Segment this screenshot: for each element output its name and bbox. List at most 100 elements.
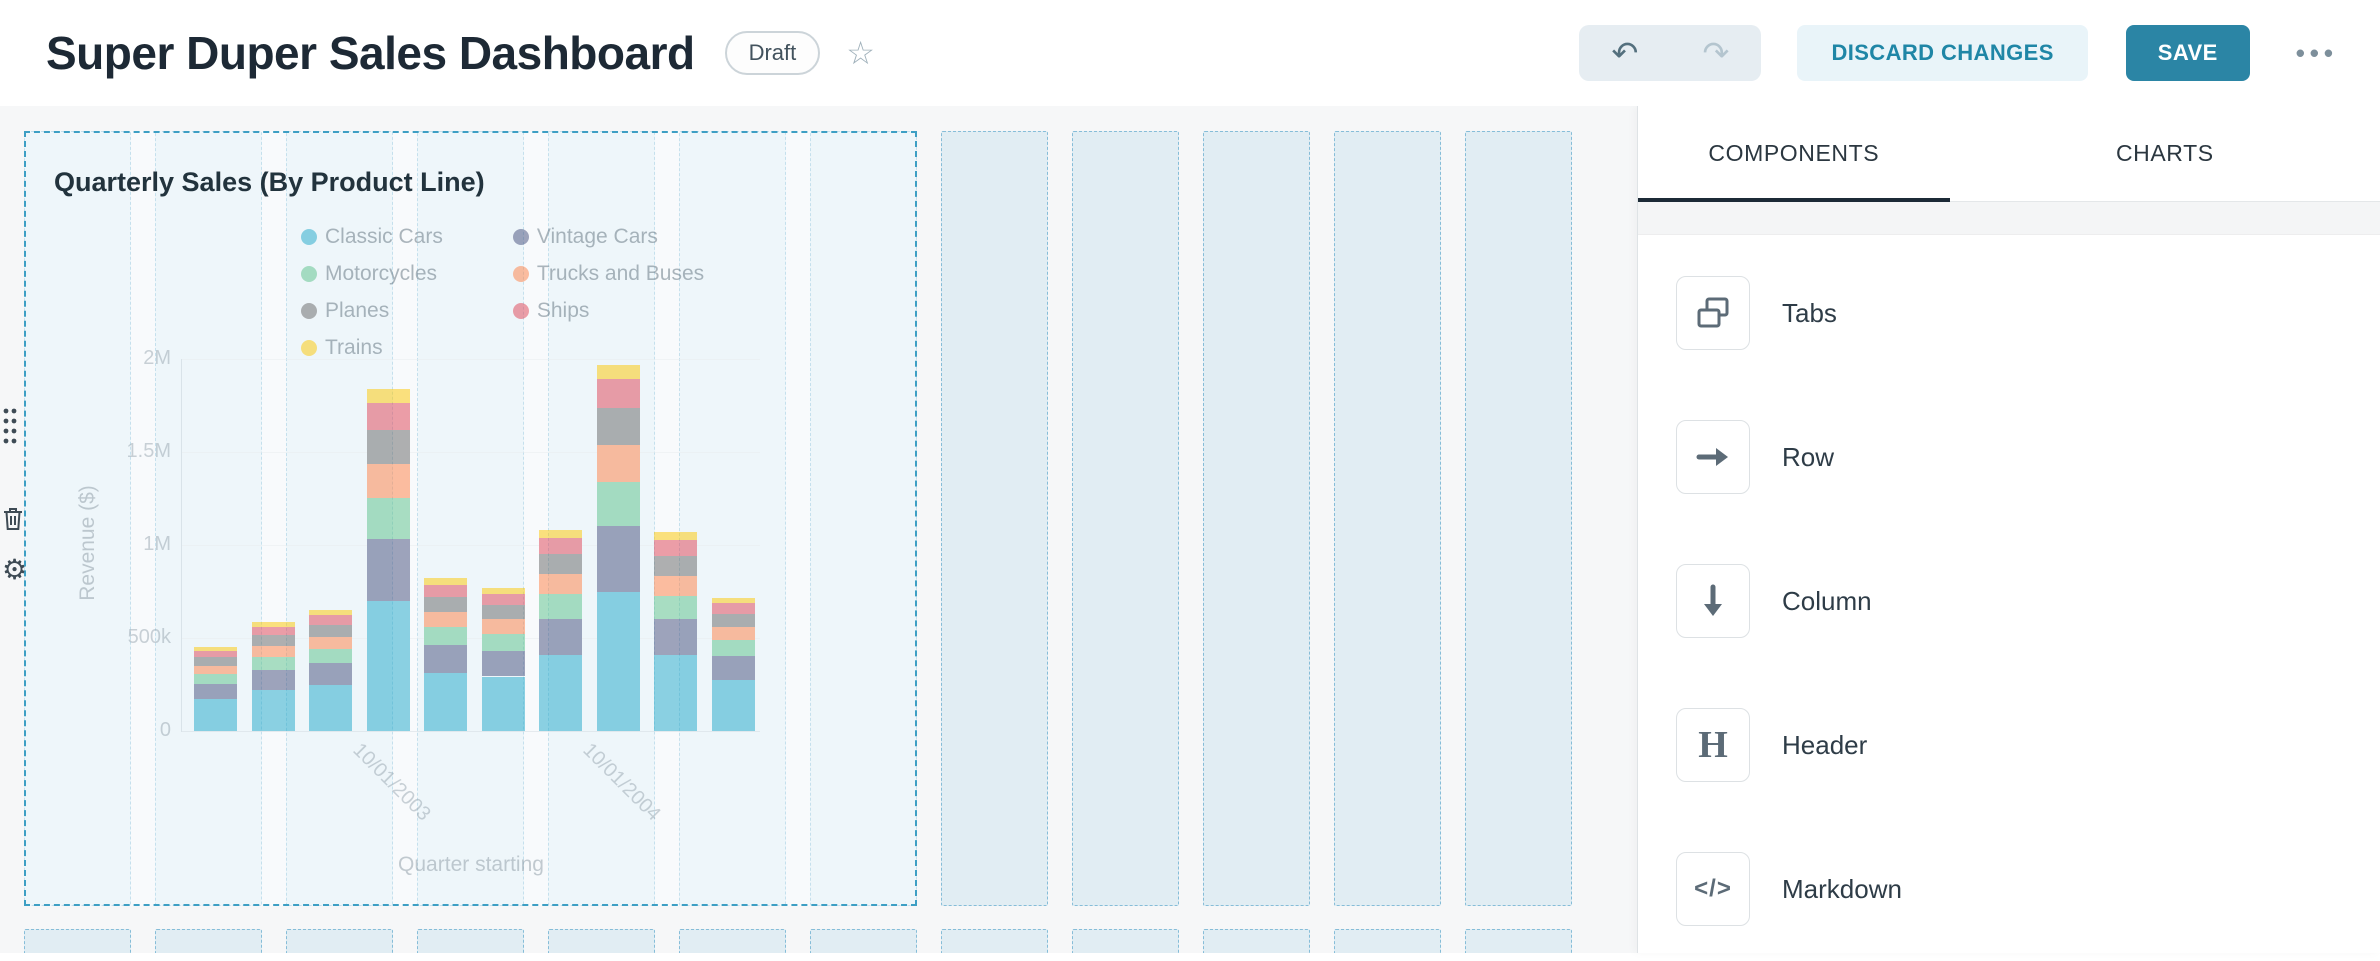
bar-segment [366,539,410,601]
bar-segment [309,614,352,625]
draft-status-badge[interactable]: Draft [724,31,821,75]
legend-item[interactable]: Trains [301,336,443,360]
grid-column-guide [1072,929,1179,953]
legend-item[interactable]: Motorcycles [301,262,443,286]
grid-column-guide [1334,929,1441,953]
bar-segment [424,672,467,731]
bar-segment [539,574,582,595]
component-label: Header [1782,729,1868,760]
component-item-row[interactable]: Row [1638,385,2380,529]
y-tick-label: 1.5M [126,440,171,462]
bar-segment [424,645,467,673]
y-axis-line [181,359,182,732]
bar-segment [251,689,295,731]
save-button[interactable]: SAVE [2125,25,2250,81]
panel-subheader-strip [1638,202,2380,235]
bar-segment [366,402,410,430]
bar-segment [481,633,525,651]
component-item-column[interactable]: Column [1638,529,2380,673]
grid-column-guide [941,131,1048,906]
more-options-icon[interactable]: ••• [2295,37,2338,68]
gridline [182,452,760,453]
header-glyph: H [1698,724,1728,766]
bar-segment [596,481,640,526]
bar-segment [654,619,697,656]
legend-item[interactable]: Ships [512,299,704,323]
gridline [182,731,760,732]
bar-segment [711,627,755,641]
legend-item[interactable]: Trucks and Buses [512,262,705,286]
bar-segment [481,650,525,677]
bar-segment [366,388,410,403]
component-item-markdown[interactable]: </> Markdown [1638,817,2380,961]
legend-item[interactable]: Vintage Cars [512,225,704,249]
legend-dot [512,229,529,245]
legend-dot [301,340,317,356]
legend-label: Planes [325,299,390,322]
y-tick-label: 0 [159,719,171,741]
component-item-header[interactable]: H Header [1638,673,2380,817]
x-tick-label: 10/01/2003 [348,739,435,826]
y-tick-label: 1M [143,533,171,555]
bar-segment [481,676,525,731]
bar-segment [424,627,467,646]
legend-label: Trains [325,336,383,359]
bar-segment [654,531,697,540]
bar-segment [366,464,410,499]
undo-icon[interactable]: ↶ [1611,35,1639,71]
legend-label: Ships [536,299,590,322]
grid-column-guide [1203,131,1310,906]
panel-tabs: COMPONENTS CHARTS [1638,106,2380,202]
chart-title: Quarterly Sales (By Product Line) [54,167,485,197]
bar-segment [424,611,467,628]
grid-column-guide [24,929,131,953]
chart-card-quarterly-sales[interactable]: Quarterly Sales (By Product Line) Classi… [24,131,917,906]
bar-segment [366,600,410,731]
bar-segment [251,626,295,636]
bar-segment [309,636,352,649]
bar-segment [424,578,467,585]
bar-segment [309,624,352,637]
gridline [182,545,760,546]
delete-chart-icon[interactable] [2,506,24,537]
grid-column-guide [1072,131,1179,906]
dashboard-title[interactable]: Super Duper Sales Dashboard [46,27,695,79]
bar-segment [481,593,525,605]
bar-segment [596,408,640,446]
tab-charts[interactable]: CHARTS [2115,140,2214,166]
bar-segment [481,604,525,620]
x-tick-label: 10/01/2004 [578,739,665,826]
legend-dot [301,266,317,282]
drag-handle-icon[interactable] [2,406,18,451]
column-arrow-icon [1676,564,1750,638]
grid-column-guide [1465,131,1572,906]
bar-segment [251,670,295,690]
bar-segment [596,445,640,482]
tab-components[interactable]: COMPONENTS [1638,106,1950,202]
bar-segment [539,538,582,555]
bar-segment [194,657,237,666]
discard-changes-button[interactable]: DISCARD CHANGES [1797,25,2088,81]
bar-segment [251,635,295,647]
bar-segment [711,640,755,657]
gear-icon[interactable]: ⚙ [2,554,28,585]
legend-dot [512,303,529,319]
legend-item[interactable]: Planes [301,299,443,323]
bar-segment [481,587,525,594]
bar-segment [251,622,295,627]
legend-label: Trucks and Buses [536,262,705,285]
components-list: Tabs Row Column H H [1638,235,2380,961]
favorite-star-icon[interactable]: ☆ [846,35,875,71]
markdown-glyph: </> [1694,875,1732,902]
redo-icon[interactable]: ↷ [1702,35,1730,71]
y-axis-title: Revenue ($) [76,485,99,601]
undo-redo-group: ↶ ↷ [1579,25,1762,81]
legend-label: Classic Cars [325,225,443,248]
bar-segment [596,379,640,409]
legend-item[interactable]: Classic Cars [301,225,443,249]
grid-column-guide [548,929,655,953]
y-tick-label: 500k [127,626,171,648]
component-item-tabs[interactable]: Tabs [1638,241,2380,385]
grid-column-guide [941,929,1048,953]
